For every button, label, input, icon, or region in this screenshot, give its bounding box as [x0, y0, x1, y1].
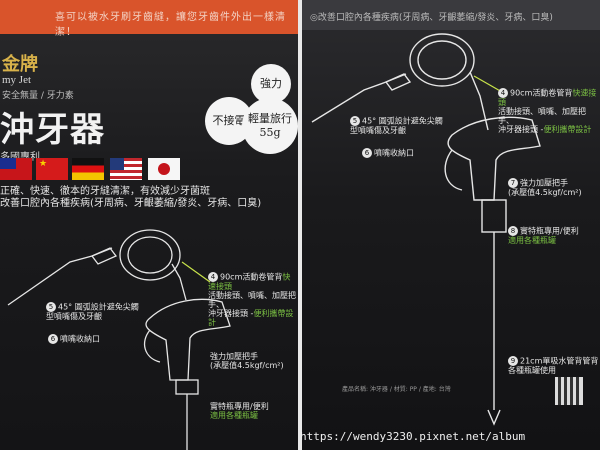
- callout-5-text: 45° 圓弧設計避免尖觸: [58, 302, 139, 312]
- trigger-body: [145, 298, 231, 381]
- nozzle-tube: [7, 247, 113, 306]
- badge-travel: 輕量旅行 55g: [242, 98, 298, 154]
- callout-8-text: 實特瓶專用/便利: [210, 402, 269, 411]
- flosser-diagram-left: [7, 229, 231, 450]
- callout-number-6: 6: [48, 334, 58, 344]
- callout-4-green: 快速接頭: [208, 272, 291, 291]
- flosser-diagram-right: [311, 33, 541, 426]
- hose-coil-outer-right: [409, 33, 475, 87]
- bottle-cap: [175, 379, 199, 395]
- badge-travel-line1: 輕量旅行: [248, 112, 292, 125]
- description-line-2: 改善口腔內各種疾病(牙周病、牙齦萎縮/發炎、牙病、口臭): [0, 198, 262, 209]
- callout-5-text-right: 45° 圓弧設計避免尖觸: [362, 116, 443, 126]
- callout-5-text2: 型噴嘴傷及牙齦: [46, 312, 102, 321]
- callout-8-text2: 適用各種瓶罐: [210, 411, 258, 420]
- panel-divider: [298, 0, 302, 450]
- callout-number-9-right: 9: [508, 356, 518, 366]
- hose-down: [171, 263, 187, 301]
- japan-flag-icon: [148, 158, 180, 180]
- hose-coil-inner: [127, 236, 173, 274]
- callout-number-6-right: 6: [362, 148, 372, 158]
- taiwan-flag-icon: [0, 158, 32, 180]
- leader-line-4-right: [473, 75, 503, 93]
- description-line-1: 正確、快速、徹本的牙縫清潔，有效減少牙菌斑: [0, 186, 210, 197]
- callout-7-text: 強力加壓把手: [210, 352, 258, 361]
- album-watermark: https://wendy3230.pixnet.net/album: [300, 430, 526, 443]
- callout-5-text2-right: 型噴嘴傷及牙齦: [350, 126, 406, 135]
- callout-9-text-right: 21cm單吸水管背管背: [520, 356, 599, 366]
- brand-logo-text: 金牌: [2, 54, 38, 74]
- leader-line-4: [181, 261, 211, 283]
- callout-4-green-right: 快速接頭: [498, 88, 597, 107]
- right-top-text: ◎改善口腔內各種疾病(牙周病、牙齦萎縮/發炎、牙病、口臭): [310, 13, 553, 23]
- callout-7-text2-right: (承壓值4.5kgf/cm²): [508, 188, 582, 197]
- callout-number-4-right: 4: [498, 88, 508, 98]
- callout-6-text: 噴嘴收納口: [60, 334, 100, 344]
- callout-6-text-right: 噴嘴收納口: [374, 148, 414, 158]
- callout-number-8-right: 8: [508, 226, 518, 236]
- badge-strength: 強力: [251, 64, 291, 104]
- germany-flag-icon: [72, 158, 104, 180]
- callout-number-7-right: 7: [508, 178, 518, 188]
- callout-7-text-right: 強力加壓把手: [520, 178, 568, 188]
- callout-7-left: 強力加壓把手 (承壓值4.5kgf/cm²): [210, 352, 284, 370]
- china-flag-icon: [36, 158, 68, 180]
- trigger-lever: [143, 329, 161, 363]
- hose-down-right: [469, 71, 489, 131]
- product-title: 沖牙器: [0, 110, 105, 150]
- nozzle-tube-right: [311, 73, 407, 123]
- left-photo-panel: 喜可以被水牙刷牙齒縫，讓您牙齒件外出一樣清潔！ 金牌 my Jet 安全無量 /…: [0, 0, 298, 450]
- brand-subtitle: my Jet: [2, 74, 32, 86]
- bottle-cap-right: [481, 199, 507, 233]
- callout-8-left: 實特瓶專用/便利 適用各種瓶罐: [210, 402, 269, 420]
- callout-4-green2-right: 便利攜帶設計: [543, 125, 592, 134]
- trigger-lever-right: [444, 149, 463, 191]
- callout-4-text-right: 90cm活動卷管背: [510, 88, 573, 98]
- callout-4-green2: 便利攜帶設計: [208, 309, 294, 327]
- badge-travel-line2: 55g: [259, 126, 281, 139]
- callout-number-4: 4: [208, 272, 218, 282]
- trigger-body-right: [447, 116, 541, 201]
- qr-code-icon: [555, 377, 583, 405]
- suction-filter-right: [487, 409, 501, 426]
- callout-number-5-right: 5: [350, 116, 360, 126]
- patent-label: 多國專利: [0, 148, 40, 163]
- right-top-band: ◎改善口腔內各種疾病(牙周病、牙齦萎縮/發炎、牙病、口臭): [302, 0, 600, 30]
- callout-8-text2-right: 適用各種瓶罐: [508, 236, 556, 245]
- callout-7-text2: (承壓值4.5kgf/cm²): [210, 361, 284, 370]
- brand-tagline: 安全無量 / 牙力素: [2, 91, 74, 101]
- callout-4-text: 90cm活動卷管背: [220, 272, 283, 282]
- hose-coil-outer: [119, 229, 181, 281]
- callout-4-text2-right: 活動接頭、噴嘴、加壓把手、: [498, 107, 586, 125]
- usa-flag-icon: [110, 158, 142, 180]
- callout-8-text-right: 實特瓶專用/便利: [520, 226, 579, 236]
- nozzle-joint: [90, 247, 118, 265]
- promo-strip: 喜可以被水牙刷牙齒縫，讓您牙齒件外出一樣清潔！: [0, 0, 298, 38]
- callout-4-text3: 沖牙器接頭 -: [208, 309, 254, 318]
- callout-number-5: 5: [46, 302, 56, 312]
- hose-coil-inner-right: [417, 40, 467, 80]
- nozzle-joint-right: [384, 73, 412, 91]
- callout-9-text2-right: 各種瓶罐使用: [508, 366, 556, 375]
- product-description: 正確、快速、徹本的牙縫清潔，有效減少牙菌斑 改善口腔內各種疾病(牙周病、牙齦萎縮…: [0, 186, 261, 210]
- product-fineprint: 產品名稱: 沖牙器 / 材質: PP / 產地: 台灣: [342, 386, 451, 393]
- callout-4-text3-right: 沖牙器接頭 -: [498, 125, 544, 134]
- callout-4-text2: 活動接頭、噴嘴、加壓把手、: [208, 291, 296, 309]
- promo-text: 喜可以被水牙刷牙齒縫，讓您牙齒件外出一樣清潔！: [55, 12, 286, 38]
- flag-row: [0, 158, 298, 180]
